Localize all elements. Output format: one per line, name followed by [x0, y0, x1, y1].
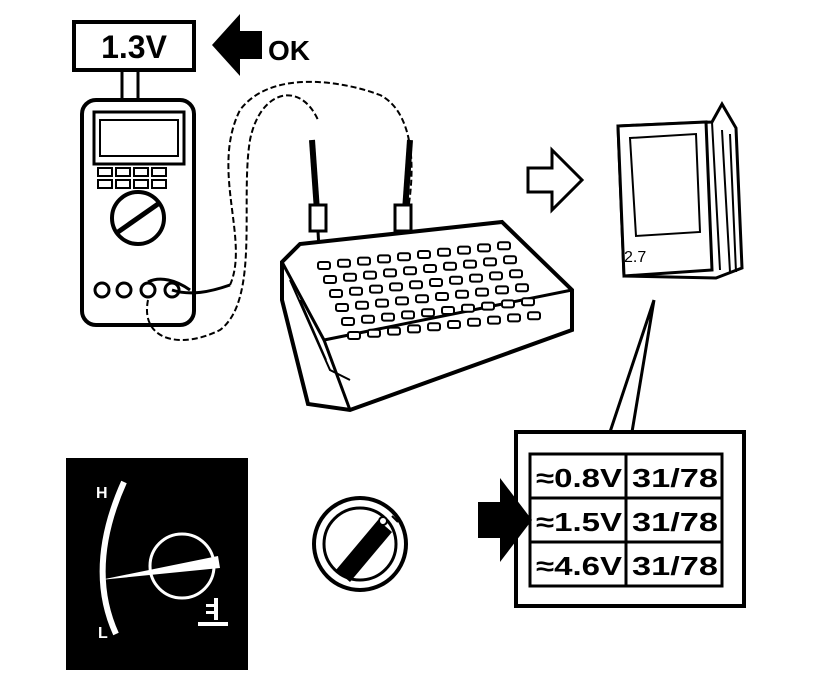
table-row: ≈1.5V 31/78: [536, 507, 718, 537]
connector-pin: [335, 303, 349, 312]
connector-pin: [417, 250, 431, 259]
connector-pin: [337, 258, 351, 268]
connector-pin: [509, 269, 523, 279]
connector-pin: [355, 300, 369, 310]
connector-pin: [437, 247, 451, 257]
manual-page-label: 2.7: [624, 249, 646, 266]
connector-pin: [363, 270, 377, 280]
connector-pin: [397, 252, 411, 262]
gauge-needle: [100, 556, 220, 580]
table-row: ≈0.8V 31/78: [536, 463, 718, 493]
connector-pin: [435, 292, 449, 301]
table-cell-voltage: ≈1.5V: [536, 507, 623, 537]
connector-pin: [401, 310, 415, 320]
breakout-box: [280, 219, 574, 413]
connector-pin: [341, 317, 355, 326]
ok-label: OK: [268, 35, 310, 66]
connector-pin: [427, 322, 441, 332]
connector-pin: [501, 299, 515, 309]
connector-pin: [521, 297, 535, 307]
connector-pin: [357, 256, 371, 266]
connector-pin: [377, 254, 391, 264]
gauge-high-label: H: [96, 485, 108, 502]
connector-pin: [383, 268, 397, 278]
connector-pin: [495, 285, 509, 295]
service-manual: 2.7: [616, 100, 744, 280]
connector-pin: [317, 261, 331, 270]
connector-pin: [403, 266, 417, 276]
ok-indicator: OK: [212, 14, 310, 76]
connector-pin: [503, 255, 517, 265]
connector-pin: [467, 317, 481, 327]
multimeter-buttons: [97, 167, 167, 189]
arrow-right-outline-icon: [526, 146, 585, 214]
connector-pin: [475, 287, 489, 297]
arrow-left-icon: [212, 14, 262, 76]
probe-jacks: [93, 281, 181, 299]
connector-pin: [389, 282, 403, 292]
connector-pin: [447, 320, 461, 329]
connector-pin: [477, 243, 491, 253]
connector-pin: [407, 324, 421, 334]
connector-pin: [415, 294, 429, 304]
connector-pin: [323, 275, 337, 284]
connector-pin: [329, 289, 343, 298]
connector-pin: [443, 261, 457, 271]
table-row: ≈4.6V 31/78: [536, 551, 718, 581]
connector-pin: [375, 298, 389, 308]
connector-pin: [463, 259, 477, 269]
reference-table: ≈0.8V 31/78 ≈1.5V 31/78 ≈4.6V 31/78: [514, 430, 746, 608]
connector-pin: [421, 308, 435, 318]
callout-pointer: [608, 299, 656, 433]
connector-pin: [497, 241, 511, 251]
voltage-readout-box: 1.3V: [72, 20, 196, 150]
probe-leads: [145, 80, 413, 341]
connector-pin: [481, 301, 495, 311]
connector-pin: [469, 273, 483, 283]
connector-pin: [461, 303, 475, 313]
connector-pin: [483, 257, 497, 267]
temperature-gauge: H L: [66, 458, 248, 670]
table-cell-ref: 31/78: [632, 507, 718, 537]
arrow-right-icon: [478, 478, 532, 562]
connector-pin: [487, 315, 501, 325]
connector-pin: [387, 326, 401, 336]
connector-pins: [317, 241, 541, 340]
connector-pin: [369, 284, 383, 294]
table-cell-voltage: ≈0.8V: [536, 463, 623, 493]
connector-pin: [361, 314, 375, 324]
voltage-readout: 1.3V: [101, 29, 167, 65]
connector-pin: [441, 306, 455, 315]
gauge-low-label: L: [98, 625, 108, 642]
connector-pin: [489, 271, 503, 281]
connector-pin: [367, 328, 381, 338]
connector-pin: [349, 286, 363, 296]
connector-pin: [395, 296, 409, 306]
connector-pin: [515, 283, 529, 293]
table-cell-ref: 31/78: [632, 463, 718, 493]
connector-pin: [347, 331, 361, 340]
table-cell-ref: 31/78: [632, 551, 718, 581]
coolant-temp-icon: [198, 598, 228, 626]
connector-pin: [429, 278, 443, 287]
multimeter: [80, 98, 231, 327]
connector-pin: [507, 313, 521, 323]
connector-pin: [449, 275, 463, 285]
table-cell-voltage: ≈4.6V: [536, 551, 623, 581]
ignition-switch-icon: [312, 496, 408, 592]
connector-pin: [527, 311, 541, 321]
connector-pin: [457, 245, 471, 255]
connector-pin: [409, 280, 423, 290]
connector-pin: [455, 289, 469, 299]
connector-pin: [423, 264, 437, 273]
connector-pin: [343, 272, 357, 282]
connector-pin: [381, 312, 395, 322]
